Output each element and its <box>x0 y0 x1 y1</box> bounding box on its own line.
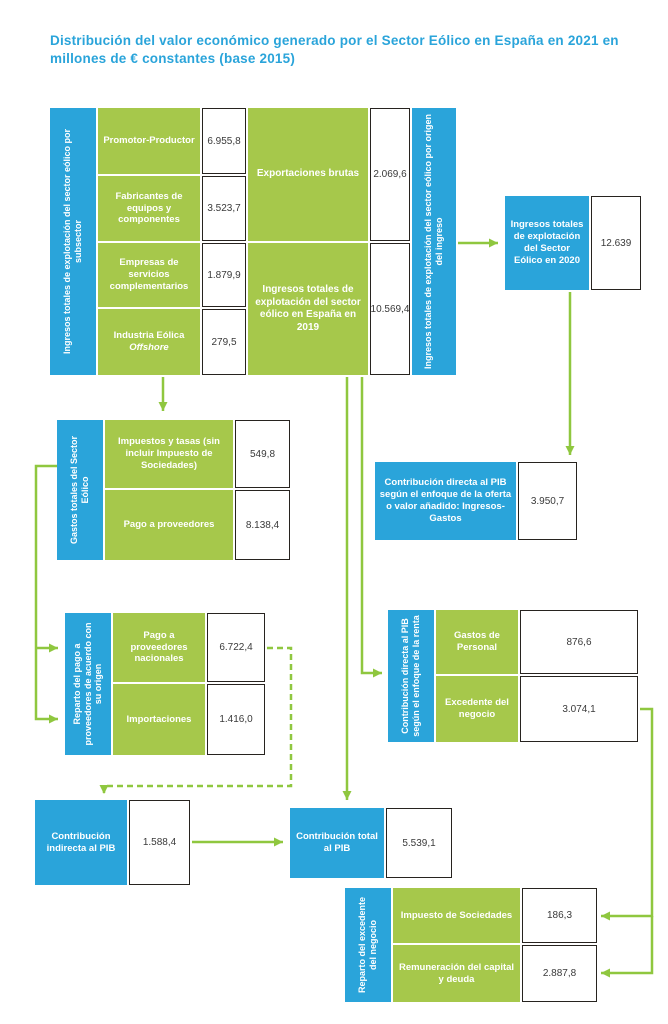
value-box: 2.887,8 <box>522 945 597 1002</box>
value: 876,6 <box>566 636 592 648</box>
axis-reparto-excedente: Reparto del excedente del negocio <box>345 888 391 1002</box>
origen-label: Ingresos totales de explotación del sect… <box>255 284 361 333</box>
renta-box-gastos-personal: Gastos de Personal <box>436 610 518 674</box>
value-box: 279,5 <box>202 309 246 375</box>
value-box: 876,6 <box>520 610 638 674</box>
arrow-gastos-to-importaciones <box>34 464 58 724</box>
axis-ingresos-subsector: Ingresos totales de explotación del sect… <box>50 108 96 375</box>
renta-label: Excedente del negocio <box>445 697 509 720</box>
excedente-box-impuesto: Impuesto de Sociedades <box>393 888 520 943</box>
contribucion-indirecta-label: Contribución indirecta al PIB <box>46 830 116 854</box>
value: 8.138,4 <box>245 519 280 531</box>
reparto-pago-label: Pago a proveedores nacionales <box>130 629 188 665</box>
value-box: 12.639 <box>591 196 641 290</box>
value-box: 186,3 <box>522 888 597 943</box>
subsector-box-offshore: Industria Eólica Offshore <box>98 309 200 375</box>
value: 3.074,1 <box>562 703 596 715</box>
arrow-excedente-to-remuneracion <box>601 916 654 978</box>
value-box: 549,8 <box>235 420 290 488</box>
subsector-label-em: Offshore <box>129 342 169 353</box>
value-box: 1.879,9 <box>202 243 246 307</box>
axis-label: Ingresos totales de explotación del sect… <box>423 113 444 370</box>
gastos-label: Pago a proveedores <box>123 519 215 531</box>
renta-box-excedente: Excedente del negocio <box>436 676 518 742</box>
axis-label: Reparto del excedente del negocio <box>357 896 378 994</box>
excedente-box-remuneracion: Remuneración del capital y deuda <box>393 945 520 1002</box>
value: 1.879,9 <box>207 269 241 281</box>
value: 6.722,4 <box>219 642 253 653</box>
subsector-label: Industria Eólica <box>113 330 185 342</box>
ingresos-2020-box: Ingresos totales de explotación del Sect… <box>505 196 589 290</box>
value-box: 1.588,4 <box>129 800 190 885</box>
value-box: 5.539,1 <box>386 808 452 878</box>
value: 549,8 <box>249 448 276 460</box>
value: 12.639 <box>600 237 632 249</box>
axis-label: Gastos totales del Sector Eólico <box>69 435 90 545</box>
gastos-box-impuestos: Impuestos y tasas (sin incluir Impuesto … <box>105 420 233 488</box>
diagram-title: Distribución del valor económico generad… <box>50 33 619 66</box>
renta-label: Gastos de Personal <box>454 630 500 653</box>
subsector-box-servicios: Empresas de servicios complementarios <box>98 243 200 307</box>
axis-reparto-pago: Reparto del pago a proveedores de acuerd… <box>65 613 111 755</box>
axis-contribucion-renta: Contribución directa al PIB según el enf… <box>388 610 434 742</box>
axis-label: Reparto del pago a proveedores de acuerd… <box>71 622 104 746</box>
value-box: 3.950,7 <box>518 462 577 540</box>
axis-label: Ingresos totales de explotación del sect… <box>62 128 83 355</box>
axis-gastos-totales: Gastos totales del Sector Eólico <box>57 420 103 560</box>
contribucion-total-label: Contribución total al PIB <box>296 831 378 854</box>
axis-label: Contribución directa al PIB según el enf… <box>400 615 421 737</box>
reparto-pago-box-importaciones: Importaciones <box>113 684 205 755</box>
subsector-label: Fabricantes de equipos y componentes <box>115 190 183 226</box>
subsector-box-promotor: Promotor-Productor <box>98 108 200 174</box>
value: 1.416,0 <box>219 714 253 725</box>
reparto-pago-box-nacionales: Pago a proveedores nacionales <box>113 613 205 682</box>
gastos-box-proveedores: Pago a proveedores <box>105 490 233 560</box>
value-box: 6.722,4 <box>207 613 265 682</box>
value-box: 1.416,0 <box>207 684 265 755</box>
value: 5.539,1 <box>402 837 436 849</box>
value: 186,3 <box>546 910 573 921</box>
excedente-label: Impuesto de Sociedades <box>400 909 513 921</box>
origen-box-ingresos-2019: Ingresos totales de explotación del sect… <box>248 243 368 375</box>
value-box: 10.569,4 <box>370 243 410 375</box>
subsector-label: Promotor-Productor <box>103 135 195 147</box>
origen-box-exportaciones: Exportaciones brutas <box>248 108 368 241</box>
value-box: 3.523,7 <box>202 176 246 241</box>
subsector-label: Empresas de servicios complementarios <box>109 257 189 292</box>
value: 279,5 <box>211 336 237 348</box>
value: 3.950,7 <box>530 495 565 507</box>
ingresos-2020-label: Ingresos totales de explotación del Sect… <box>510 219 584 266</box>
value-box: 8.138,4 <box>235 490 290 560</box>
value-box: 6.955,8 <box>202 108 246 174</box>
axis-ingresos-origen: Ingresos totales de explotación del sect… <box>412 108 456 375</box>
contribucion-oferta-label: Contribución directa al PIB según el enf… <box>379 477 512 524</box>
subsector-box-fabricantes: Fabricantes de equipos y componentes <box>98 176 200 241</box>
value: 1.588,4 <box>142 837 177 848</box>
value: 10.569,4 <box>370 303 410 315</box>
value: 2.069,6 <box>373 169 407 180</box>
contribucion-total-box: Contribución total al PIB <box>290 808 384 878</box>
value: 6.955,8 <box>207 135 241 147</box>
value: 2.887,8 <box>542 968 577 979</box>
value-box: 3.074,1 <box>520 676 638 742</box>
contribucion-oferta-box: Contribución directa al PIB según el enf… <box>375 462 516 540</box>
origen-label: Exportaciones brutas <box>256 168 360 180</box>
value-box: 2.069,6 <box>370 108 410 241</box>
gastos-label: Impuestos y tasas (sin incluir Impuesto … <box>118 436 220 471</box>
contribucion-indirecta-box: Contribución indirecta al PIB <box>35 800 127 885</box>
reparto-pago-label: Importaciones <box>126 713 192 725</box>
value: 3.523,7 <box>207 203 241 214</box>
excedente-label: Remuneración del capital y deuda <box>398 961 515 985</box>
